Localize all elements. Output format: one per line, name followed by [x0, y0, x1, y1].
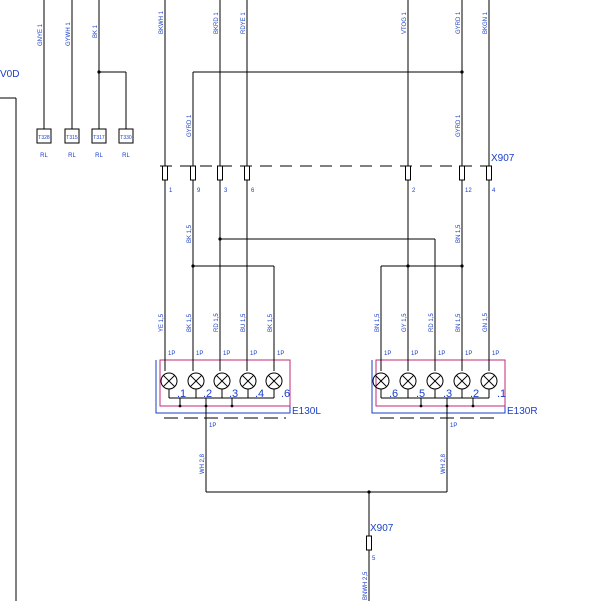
lamp-pin-label: 1P	[492, 351, 499, 357]
lamp-pin-label: 1P	[168, 351, 175, 357]
lamp-wire-label: GY 1,5	[402, 313, 408, 332]
lamp-icon	[453, 352, 471, 398]
bottom-connector-pin: 5	[372, 556, 376, 562]
wire-label-gyrd-top: GYRD 1	[456, 11, 462, 34]
lamp-wire-label: BK 1,5	[187, 313, 193, 332]
lamp-wire-label: RD 1,5	[429, 313, 435, 332]
wire-label-gywh: GYWH 1	[66, 22, 72, 46]
lamp-pin-label: 1P	[438, 351, 445, 357]
wire-label-gnye: GNYE 1	[38, 23, 44, 46]
lamp-icon	[187, 352, 205, 398]
relay-sub: RL	[95, 153, 103, 159]
lamp-number: .6	[281, 388, 290, 400]
lamp-pin-label: 1P	[277, 351, 284, 357]
relay-t317: T317 RL	[91, 128, 107, 159]
relay-code: T328	[38, 135, 50, 141]
pin-label: 2	[412, 188, 416, 194]
relay-wires	[43, 0, 127, 129]
lamp-number: .1	[177, 388, 186, 400]
lamp-wire-label: RD 1,5	[214, 313, 220, 332]
wire-label-rdye: RDYE 1	[241, 12, 247, 34]
lamp-number: .3	[443, 388, 452, 400]
lamp-number: .2	[470, 388, 479, 400]
relay-t328: T328 RL	[36, 128, 52, 159]
lamp-icon	[372, 352, 390, 398]
pin-label: 12	[465, 188, 472, 194]
pin-label: 1	[169, 188, 173, 194]
relay-code: T330	[120, 135, 132, 141]
lamp-group-name-e130l: E130L	[292, 406, 321, 417]
pin-label: 4	[492, 188, 496, 194]
ground-wire-label-left: WH 2,8	[200, 453, 206, 474]
lamp-wire-label: BU 1,5	[241, 313, 247, 332]
lamp-icon	[160, 352, 178, 398]
lamp-number: .2	[203, 388, 212, 400]
lamp-pin-label: 1P	[411, 351, 418, 357]
lamp-group-e130l	[155, 352, 291, 420]
wire-label-gyrd-right: GYRD 1	[456, 114, 462, 137]
lamp-pin-label: 1P	[196, 351, 203, 357]
lamp-number: .5	[416, 388, 425, 400]
wire-label-bk: BK 1	[93, 24, 99, 38]
left-edge-label: V0D	[0, 69, 19, 80]
lamp-icon	[265, 352, 283, 398]
lamp-icon	[213, 352, 231, 398]
relay-t330: T330 RL	[118, 128, 134, 159]
lamp-wire-label: GN 1,5	[483, 312, 489, 332]
lamp-pin-label: 1P	[223, 351, 230, 357]
relay-sub: RL	[122, 153, 130, 159]
bottom-connector-label: X907	[370, 523, 394, 534]
lamp-wire-label: BK 1,5	[268, 313, 274, 332]
connector-x907-label: X907	[491, 153, 515, 164]
bottom-wire-label: BNWH 2,5	[363, 571, 369, 600]
pin-label: 3	[224, 188, 228, 194]
wire-label-bkrd: BKRD 1	[214, 12, 220, 34]
relay-t315: T315 RL	[64, 128, 80, 159]
ground-return	[205, 420, 448, 601]
wire-label-bk-mid: BK 1,5	[187, 224, 193, 243]
lamp-number: .4	[255, 388, 264, 400]
wire-label-vtog: VTOG 1	[402, 11, 408, 34]
ground-pin-label: 1P	[209, 423, 216, 429]
wire-label-bn-mid: BN 1,5	[456, 224, 462, 243]
lamp-icon	[480, 352, 498, 398]
lamp-icon	[426, 352, 444, 398]
lamp-wire-label: BN 1,5	[456, 313, 462, 332]
lamp-pin-label: 1P	[465, 351, 472, 357]
lamp-number: .3	[229, 388, 238, 400]
harness-wires	[164, 0, 490, 166]
ground-pin-label: 1P	[450, 423, 457, 429]
lamp-pin-label: 1P	[384, 351, 391, 357]
pin-label: 6	[251, 188, 255, 194]
lamp-pin-label: 1P	[250, 351, 257, 357]
lamp-number: .6	[389, 388, 398, 400]
lamp-icon	[239, 352, 257, 398]
wire-label-gyrd-left: GYRD 1	[187, 114, 193, 137]
pin-label: 9	[197, 188, 201, 194]
relay-sub: RL	[40, 153, 48, 159]
lamp-group-e130r	[371, 352, 506, 420]
middle-routing	[164, 190, 490, 352]
lamp-group-name-e130r: E130R	[507, 406, 538, 417]
connector-x907-pins	[162, 165, 492, 190]
relay-code: T315	[66, 135, 78, 141]
wire-label-bkwh: BKWH 1	[159, 10, 165, 34]
lamp-wire-label: YE 1,5	[159, 313, 165, 332]
wire-label-bkgn: BKGN 1	[483, 11, 489, 34]
lamp-number: .1	[497, 388, 506, 400]
lamp-icon	[399, 352, 417, 398]
ground-wire-label-right: WH 2,8	[441, 453, 447, 474]
lamp-wire-label: BN 1,5	[375, 313, 381, 332]
relay-sub: RL	[68, 153, 76, 159]
relay-code: T317	[93, 135, 105, 141]
